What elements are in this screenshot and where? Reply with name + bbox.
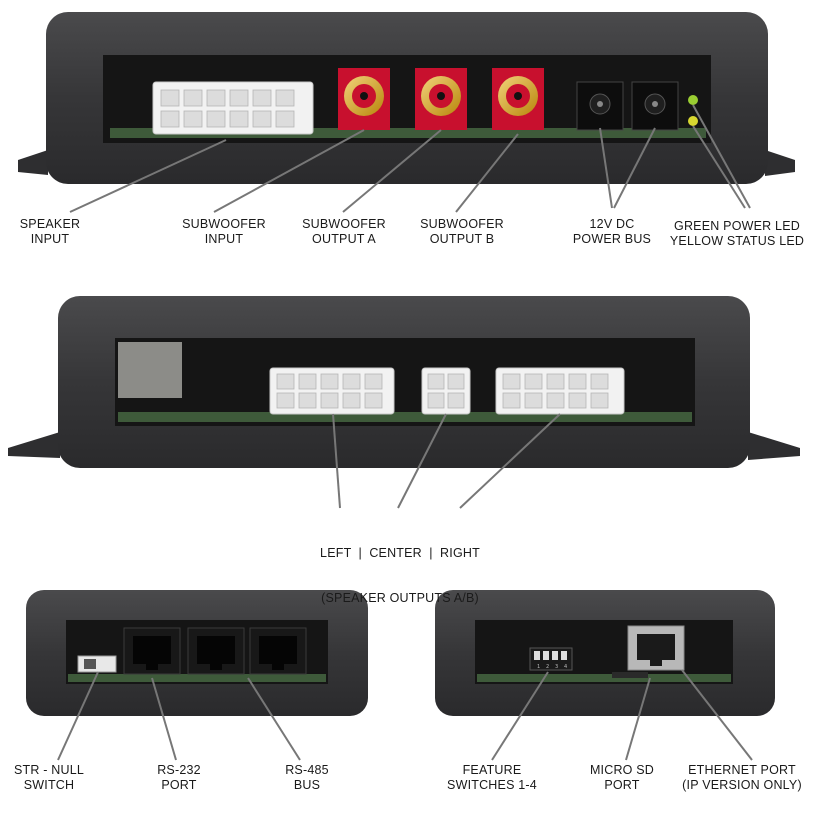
power-bus-jack-2 [631, 81, 679, 131]
pcb-edge [68, 674, 326, 682]
label-subwoofer-output-a: SUBWOOFER OUTPUT A [290, 217, 398, 247]
label-line: SWITCH [23, 778, 75, 792]
label-line: PORT [161, 778, 197, 792]
label-line: RS-232 [157, 763, 201, 777]
subwoofer-output-a-rca-jack [415, 68, 467, 130]
label-line: MICRO SD [589, 763, 655, 777]
label-line: GREEN POWER LED [674, 219, 800, 233]
label-str-null-switch: STR - NULL SWITCH [4, 763, 94, 793]
label-feature-switches: FEATURE SWITCHES 1-4 [440, 763, 544, 793]
rs232-rj-jack [123, 627, 181, 675]
middle-view-device [8, 296, 800, 468]
label-rs485-bus: RS-485 BUS [272, 763, 342, 793]
ethernet-jack [627, 625, 685, 671]
label-line: RS-485 [285, 763, 329, 777]
label-line: LEFT | CENTER | RIGHT [320, 546, 480, 560]
label-line: INPUT [204, 232, 244, 246]
label-line: (SPEAKER OUTPUTS A/B) [321, 591, 479, 605]
rs485-rj-jack-2 [249, 627, 307, 675]
right-speaker-output-connector [495, 367, 625, 415]
mounting-flange-left [18, 150, 48, 175]
label-line: SUBWOOFER [420, 217, 504, 231]
label-line: YELLOW STATUS LED [669, 234, 805, 248]
label-line: BUS [293, 778, 321, 792]
mounting-flange-right [748, 432, 800, 460]
pcb-edge [118, 412, 692, 422]
label-subwoofer-output-b: SUBWOOFER OUTPUT B [408, 217, 516, 247]
bottom-right-device: 1 2 3 4 [435, 590, 775, 716]
pcb-edge [477, 674, 731, 682]
label-micro-sd-port: MICRO SD PORT [580, 763, 664, 793]
label-line: POWER BUS [572, 232, 652, 246]
label-line: 12V DC [589, 217, 635, 231]
micro-sd-slot [612, 672, 648, 678]
label-speaker-outputs: LEFT | CENTER | RIGHT (SPEAKER OUTPUTS A… [300, 516, 500, 621]
label-line: SPEAKER [19, 217, 81, 231]
board-component [118, 342, 182, 398]
left-speaker-output-connector [269, 367, 395, 415]
label-line: ETHERNET PORT [688, 763, 796, 777]
green-power-led [688, 95, 698, 105]
label-line: STR - NULL [13, 763, 85, 777]
label-speaker-input: SPEAKER INPUT [10, 217, 90, 247]
label-line: OUTPUT B [429, 232, 495, 246]
label-line: SUBWOOFER [302, 217, 386, 231]
label-line: INPUT [30, 232, 70, 246]
label-line: OUTPUT A [312, 232, 376, 246]
leader-lines [57, 104, 753, 761]
feature-dip-switch: 1 2 3 4 [529, 647, 573, 671]
label-leds: GREEN POWER LED YELLOW STATUS LED [666, 219, 808, 249]
label-line: PORT [604, 778, 640, 792]
subwoofer-input-rca-jack [338, 68, 390, 130]
mounting-flange-right [765, 150, 795, 176]
front-panel-opening [475, 620, 733, 684]
str-null-switch [77, 655, 117, 673]
dip-number-2: 2 [546, 664, 549, 670]
top-view-device [18, 12, 795, 184]
center-speaker-output-connector [421, 367, 471, 415]
pcb-edge [110, 128, 706, 138]
dip-number-4: 4 [564, 664, 567, 670]
power-bus-jack-1 [576, 81, 624, 131]
dip-number-3: 3 [555, 664, 558, 670]
mounting-flange-left [8, 432, 60, 458]
label-power-bus: 12V DC POWER BUS [562, 217, 662, 247]
label-ethernet-port: ETHERNET PORT (IP VERSION ONLY) [676, 763, 808, 793]
label-line: SWITCHES 1-4 [447, 778, 537, 792]
speaker-input-connector [152, 81, 314, 135]
rs485-rj-jack-1 [187, 627, 245, 675]
label-subwoofer-input: SUBWOOFER INPUT [170, 217, 278, 247]
subwoofer-output-b-rca-jack [492, 68, 544, 130]
bottom-left-device [26, 590, 368, 716]
label-rs232-port: RS-232 PORT [144, 763, 214, 793]
yellow-status-led [688, 116, 698, 126]
label-line: FEATURE [462, 763, 522, 777]
label-line: SUBWOOFER [182, 217, 266, 231]
label-line: (IP VERSION ONLY) [682, 778, 802, 792]
dip-number-1: 1 [537, 664, 540, 670]
